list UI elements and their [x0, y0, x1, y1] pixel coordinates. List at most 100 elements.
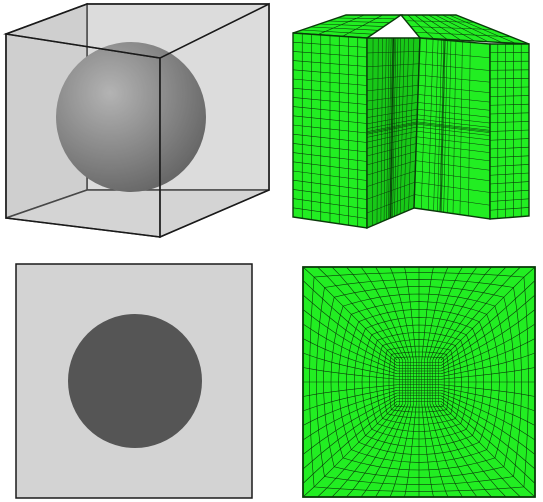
mesh-right-face-line [489, 207, 530, 211]
mesh2d-spoke [440, 280, 536, 364]
mesh-top-left-line [317, 14, 365, 35]
mesh-left-face-line [292, 198, 368, 210]
mesh-left-face-line [292, 189, 368, 200]
mesh-cut-face-b-line [419, 63, 491, 71]
mesh-right-face-line [489, 78, 530, 80]
mesh2d-spoke [389, 266, 414, 361]
mesh2d-spoke [440, 395, 536, 455]
mesh2d-spoke [302, 294, 398, 366]
mesh-cut-face-a-line [366, 130, 417, 143]
mesh-cut-face-a-line [366, 151, 417, 166]
mesh-top-right-line [410, 26, 493, 30]
mesh-right-face-line [489, 155, 530, 159]
mesh-left-face-line [292, 41, 368, 48]
mesh-right-face-line [489, 86, 530, 89]
mesh-cut-face-a-line [366, 122, 418, 134]
mesh2d-spoke [440, 266, 536, 361]
mesh2d-spoke [429, 266, 478, 361]
mesh-cut-face-a-line [366, 94, 419, 102]
mesh2d-spoke [440, 403, 536, 498]
mesh-right-face-line [489, 121, 530, 124]
mesh-cut-face-b-line [417, 118, 491, 128]
mesh-cut-face-a-line [366, 181, 415, 200]
mesh-top-right-line [415, 31, 511, 38]
mesh2d-spoke [302, 392, 398, 441]
mesh-left-face-line [292, 161, 368, 172]
mesh-cut-face-a-line [366, 102, 418, 111]
mesh-cut-face-b-line [416, 130, 491, 141]
mesh-cut-face-b-line [417, 108, 491, 118]
mesh-right-face-line [489, 112, 530, 115]
mesh-cut-face-a-line [366, 51, 420, 54]
mesh2d-spoke [440, 392, 536, 441]
mesh2d-spoke [440, 401, 536, 484]
mesh-cut-face-b-line [415, 151, 491, 162]
mesh2d-spoke [302, 367, 398, 380]
mesh-left-face-line [292, 51, 368, 58]
mesh2d-spoke [302, 323, 398, 372]
mesh-top-right-line [405, 20, 475, 23]
mesh-cut-face-b-line [417, 102, 491, 111]
cross-section-geometry-panel [15, 263, 253, 499]
mesh2d-spoke [440, 390, 536, 426]
mesh-cut-face-a-line [366, 121, 418, 132]
mesh-cut-face-a-line [366, 123, 418, 135]
mesh-cut-face-b-line [416, 143, 491, 153]
mesh2d-spoke [331, 403, 403, 498]
mesh-left-face-line [292, 207, 368, 219]
mesh-right-face-line [489, 172, 530, 176]
mesh-cut-face-a-line [366, 63, 420, 68]
mesh-cut-face-a-line [366, 143, 417, 157]
mesh2d-spoke [435, 266, 507, 361]
mesh-right-face-line [489, 146, 530, 150]
mesh-left-face-line [292, 152, 368, 162]
mesh-cut-face-b [413, 37, 491, 220]
mesh2d-spoke [302, 384, 398, 397]
cube-front-face [5, 33, 161, 238]
mesh-left-face-line [292, 143, 368, 153]
mesh-right-face-line [489, 95, 530, 97]
mesh-cut-face-b-line [417, 121, 491, 131]
mesh-left-face-line [292, 124, 368, 134]
mesh2d-spoke [302, 352, 398, 377]
mesh-left-face-line [292, 106, 368, 115]
mesh2d-spoke [375, 266, 412, 361]
mesh-top-left-line [301, 29, 373, 35]
mesh2d-spoke [302, 280, 398, 364]
mesh-cut-face-b-line [417, 94, 491, 103]
mesh2d-spoke [302, 387, 398, 412]
mesh2d-spoke [440, 338, 536, 375]
mesh-cut-face-a-line [366, 118, 418, 129]
cross-section-mesh-panel [302, 266, 536, 498]
cube-with-sphere-panel [3, 2, 270, 239]
mesh-right-face-line [489, 189, 530, 194]
mesh-cut-face-a-line [366, 170, 416, 187]
mesh-cut-face-b-line [416, 123, 491, 133]
mesh-cut-face-a-line [366, 74, 419, 80]
mesh2d-spoke [360, 266, 409, 361]
cube-top-face [3, 3, 270, 59]
mesh2d-spoke [404, 403, 417, 498]
mesh-cut-face-b-line [415, 160, 491, 171]
mesh2d-spoke [438, 403, 521, 498]
mesh2d-spoke [440, 323, 536, 372]
mesh2d-spoke [346, 403, 406, 498]
mesh-cut-face-b-line [418, 85, 491, 93]
mesh-cut-face-b-line [419, 51, 491, 59]
mesh-left-face-line [292, 170, 368, 181]
mesh2d-spoke [440, 384, 536, 397]
mesh-cut-face-a-line [366, 194, 415, 214]
mesh2d-spoke [421, 403, 434, 498]
mesh-cut-face-a-line [366, 108, 418, 118]
mesh-top-left-line [319, 23, 385, 27]
mesh2d-spoke [346, 266, 406, 361]
mesh-cut-face-b-line [416, 126, 491, 136]
mesh2d-spoke [360, 403, 409, 498]
mesh2d-spoke [302, 398, 398, 470]
cutaway-hex-mesh-panel [292, 14, 530, 230]
mesh-cut-face-a-line [366, 160, 416, 176]
mesh2d-spoke [440, 398, 536, 470]
mesh-cut-face-b-line [418, 74, 491, 83]
mesh-cut-face-a-line [366, 85, 419, 92]
mesh2d-spoke [302, 309, 398, 369]
